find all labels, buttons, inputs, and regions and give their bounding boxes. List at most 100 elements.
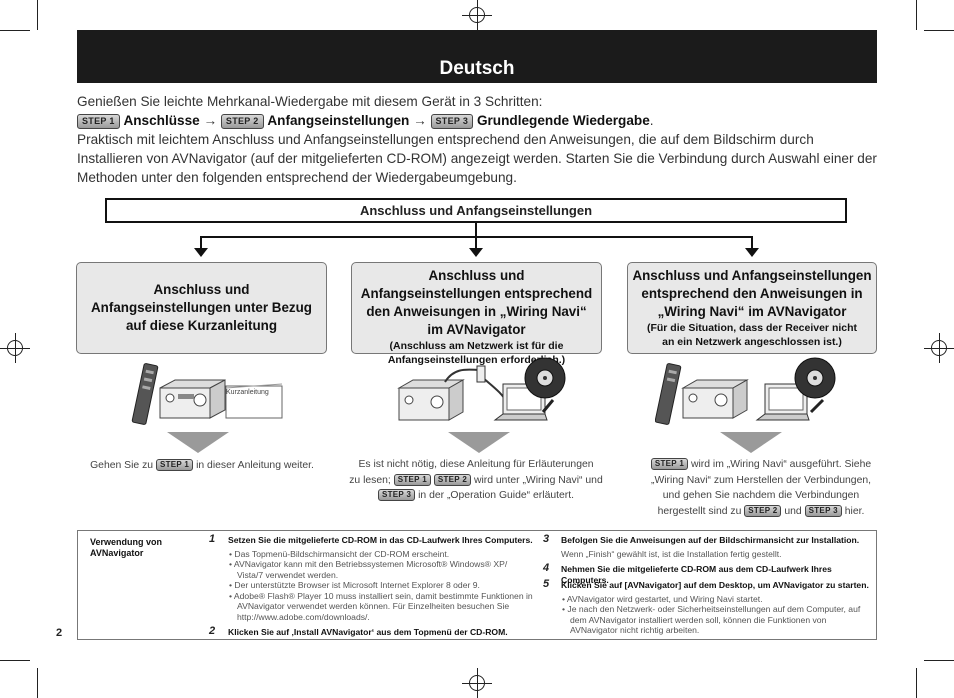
arrow-down-icon — [194, 248, 208, 257]
crop-mark — [916, 668, 917, 698]
step2-label: Anfangseinstellungen — [267, 113, 410, 128]
instruction-title: Nehmen Sie die mitgelieferte CD-ROM aus … — [561, 564, 832, 585]
booklet-label: Kurzanleitung — [226, 389, 269, 396]
instruction-title: Klicken Sie auf [AVNavigator] auf dem De… — [561, 580, 869, 590]
desc-text: wird unter „Wiring Navi“ und — [473, 474, 603, 486]
desc-text: und — [784, 505, 802, 517]
arrow-icon: → — [203, 113, 218, 128]
desc-text: „Wiring Navi“ zum Herstellen der Verbind… — [650, 474, 872, 486]
instruction-title: Setzen Sie die mitgelieferte CD-ROM in d… — [228, 535, 533, 545]
bullet-item: • AVNavigator wird gestartet, und Wiring… — [562, 593, 763, 604]
crop-mark — [0, 30, 30, 31]
step-number: 1 — [209, 533, 216, 545]
option-box-network: Anschluss und Anfangseinstellungen entsp… — [351, 262, 602, 366]
down-triangle-icon — [167, 432, 229, 453]
avnavigator-heading: Verwendung von AVNavigator — [90, 537, 200, 559]
desc-text: wird im „Wiring Navi“ ausgeführt. Siehe — [690, 459, 872, 470]
step-number: 5 — [543, 578, 550, 590]
crop-mark — [916, 0, 917, 30]
illustration-offline-setup — [655, 357, 836, 425]
remote-control-icon — [655, 363, 682, 425]
remote-control-icon — [131, 363, 159, 425]
step-sequence: STEP 1 Anschlüsse → STEP 2 Anfangseinste… — [77, 111, 877, 130]
crop-mark — [0, 660, 30, 661]
step2-badge: STEP 2 — [433, 473, 472, 486]
option3-description: STEP 1 wird im „Wiring Navi“ ausgeführt.… — [627, 457, 895, 519]
manual-booklet-icon — [225, 383, 283, 419]
arrow-icon: → — [413, 113, 427, 128]
step3-badge: STEP 3 — [430, 114, 474, 129]
registration-mark-icon — [462, 668, 492, 698]
illustration-receiver-manual — [131, 363, 283, 425]
option-title: Anschluss und Anfangseinstellungen entsp… — [360, 268, 593, 337]
bullet-text: AVNavigator kann mit den Betriebssysteme… — [233, 559, 508, 580]
step3-badge: STEP 3 — [804, 504, 842, 517]
option-title: Anschluss und Anfangseinstellungen entsp… — [632, 268, 872, 319]
desc-line: STEP 3 in der „Operation Guide“ erläuter… — [340, 488, 612, 504]
cd-rom-icon — [524, 357, 566, 399]
option-title: Anschluss und Anfangseinstellungen unter… — [91, 282, 312, 333]
step-number: 2 — [209, 625, 216, 637]
arrow-down-icon — [469, 248, 483, 257]
intro-section: Genießen Sie leichte Mehrkanal-Wiedergab… — [77, 92, 877, 187]
option2-description: Es ist nicht nötig, diese Anleitung für … — [340, 457, 612, 504]
av-receiver-icon — [159, 379, 226, 419]
instruction-title: Klicken Sie auf ‚Install AVNavigator‘ au… — [228, 627, 508, 637]
bullet-text: Der unterstützte Browser ist Microsoft I… — [234, 580, 480, 590]
bullet-text: Das Topmenü-Bildschirmansicht der CD-ROM… — [234, 548, 450, 559]
desc-text: in dieser Anleitung weiter. — [196, 460, 314, 471]
step1-badge: STEP 1 — [155, 459, 194, 471]
period: . — [649, 113, 654, 128]
desc-text: zu lesen; — [349, 474, 391, 486]
connector-line — [475, 223, 477, 237]
instruction-title: Befolgen Sie die Anweisungen auf der Bil… — [561, 535, 860, 545]
page-number: 2 — [56, 627, 63, 639]
down-triangle-icon — [448, 432, 510, 453]
intro-line: Genießen Sie leichte Mehrkanal-Wiedergab… — [77, 94, 543, 109]
connector-line — [200, 236, 202, 248]
crop-mark — [924, 30, 954, 31]
header-title: Deutsch — [439, 58, 515, 79]
bullet-text: AVNavigator wird gestartet, und Wiring N… — [566, 593, 763, 604]
heading-text: Verwendung von AVNavigator — [90, 537, 163, 558]
arrow-icon — [809, 398, 825, 414]
connector-line — [475, 236, 477, 248]
desc-text: hergestellt sind zu — [657, 505, 742, 517]
step-number: 4 — [543, 562, 550, 574]
step2-badge: STEP 2 — [744, 504, 782, 517]
main-flow-box: Anschluss und Anfangseinstellungen — [105, 198, 847, 223]
step1-badge: STEP 1 — [393, 473, 431, 486]
laptop-icon — [755, 383, 810, 421]
option-box-quickstart: Anschluss und Anfangseinstellungen unter… — [76, 262, 327, 354]
instruction-5: Klicken Sie auf [AVNavigator] auf dem De… — [561, 580, 871, 636]
down-triangle-icon — [720, 432, 782, 453]
bullet-item: • AVNavigator kann mit den Betriebssyste… — [229, 559, 508, 580]
bullet-item: • Je nach den Netzwerk- oder Sicherheits… — [562, 604, 861, 635]
page-header: Deutsch — [77, 30, 877, 83]
main-flow-label: Anschluss und Anfangseinstellungen — [359, 203, 593, 218]
option-box-no-network: Anschluss und Anfangseinstellungen entsp… — [627, 262, 877, 354]
step2-badge: STEP 2 — [220, 114, 264, 129]
instruction-2: Klicken Sie auf ‚Install AVNavigator‘ au… — [228, 627, 533, 638]
desc-line: zu lesen; STEP 1 STEP 2 wird unter „Wiri… — [340, 473, 612, 489]
step1-badge: STEP 1 — [77, 114, 120, 129]
cd-rom-icon — [794, 357, 836, 399]
avnavigator-box — [77, 530, 877, 640]
desc-text: Es ist nicht nötig, diese Anleitung für … — [358, 459, 594, 470]
bullet-item: • Adobe® Flash® Player 10 muss installie… — [229, 590, 533, 622]
step1-label: Anschlüsse — [123, 113, 200, 128]
step3-label: Grundlegende Wiedergabe — [476, 113, 650, 128]
arrow-icon — [541, 399, 555, 413]
av-receiver-icon — [681, 379, 749, 419]
bullet-text: Adobe® Flash® Player 10 muss installiert… — [233, 590, 533, 622]
intro-paragraph: Praktisch mit leichtem Anschluss und Anf… — [77, 132, 877, 185]
instruction-4: Nehmen Sie die mitgelieferte CD-ROM aus … — [561, 564, 871, 585]
crop-mark — [37, 0, 38, 30]
desc-line: STEP 1 wird im „Wiring Navi“ ausgeführt.… — [627, 457, 895, 473]
instruction-note: Wenn „Finish“ gewählt ist, ist die Insta… — [561, 548, 782, 559]
step1-badge: STEP 1 — [650, 458, 689, 470]
bullet-item: • Das Topmenü-Bildschirmansicht der CD-R… — [229, 548, 450, 559]
registration-mark-icon — [924, 333, 954, 363]
desc-line: hergestellt sind zu STEP 2 und STEP 3 hi… — [627, 504, 895, 520]
option-subtitle: (Für die Situation, dass der Receiver ni… — [646, 322, 858, 348]
